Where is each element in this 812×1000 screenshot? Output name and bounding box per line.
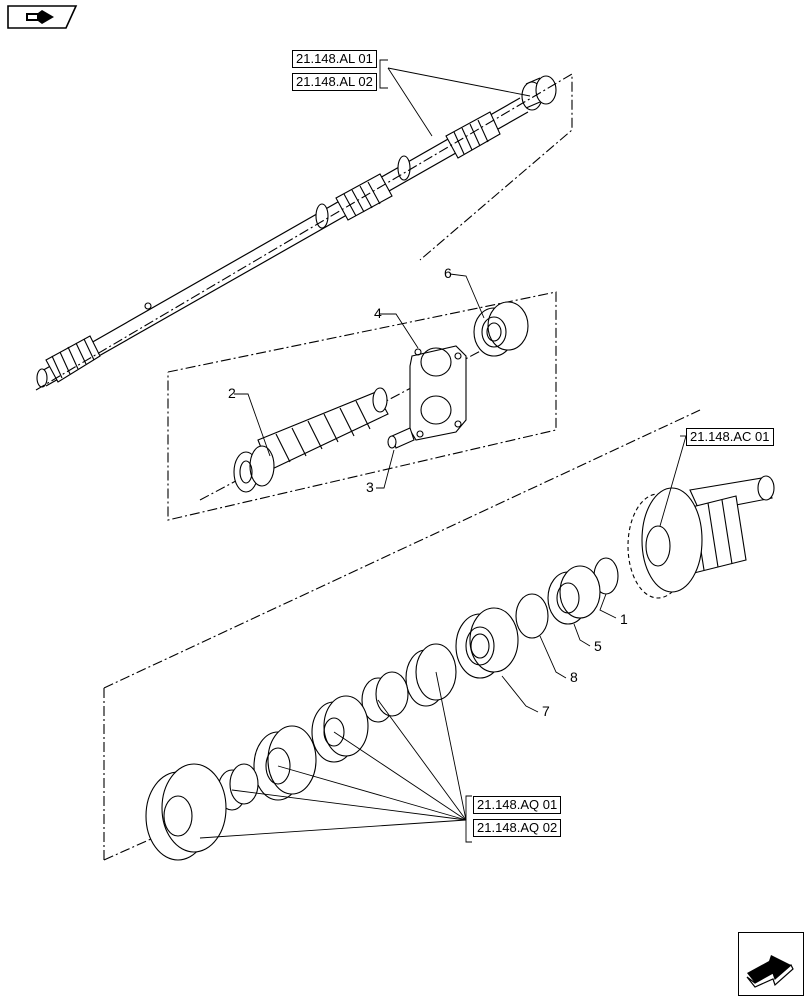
book-nav-button[interactable] [4,4,78,30]
leader-lines [199,59,687,843]
callout-6: 6 [444,265,452,281]
callout-5: 5 [594,638,602,654]
ref-box-al01[interactable]: 21.148.AL 01 [292,50,377,68]
callout-3: 3 [366,479,374,495]
part-2-pinion-shaft [233,387,389,493]
ref-box-ac01[interactable]: 21.148.AC 01 [686,428,774,446]
part-7-bearing [455,607,519,679]
callout-4: 4 [374,305,382,321]
callout-1: 1 [620,611,628,627]
callout-8: 8 [570,669,578,685]
part-8-ring [515,593,549,639]
part-4-plate [409,345,467,441]
callout-7: 7 [542,703,550,719]
ref-box-aq02[interactable]: 21.148.AQ 02 [473,819,562,837]
ref-box-aq01[interactable]: 21.148.AQ 01 [473,796,562,814]
part-5-bearing [547,565,601,625]
next-page-button[interactable] [738,932,804,996]
gear-shaft-assembly [627,475,775,599]
callout-2: 2 [228,385,236,401]
part-6-bearing [473,301,529,357]
ref-box-al02[interactable]: 21.148.AL 02 [292,73,377,91]
book-arrow-icon [7,5,78,29]
next-page-arrow-icon [746,955,794,988]
part-3-bolt [387,427,415,449]
aq-gear-set [145,643,457,861]
